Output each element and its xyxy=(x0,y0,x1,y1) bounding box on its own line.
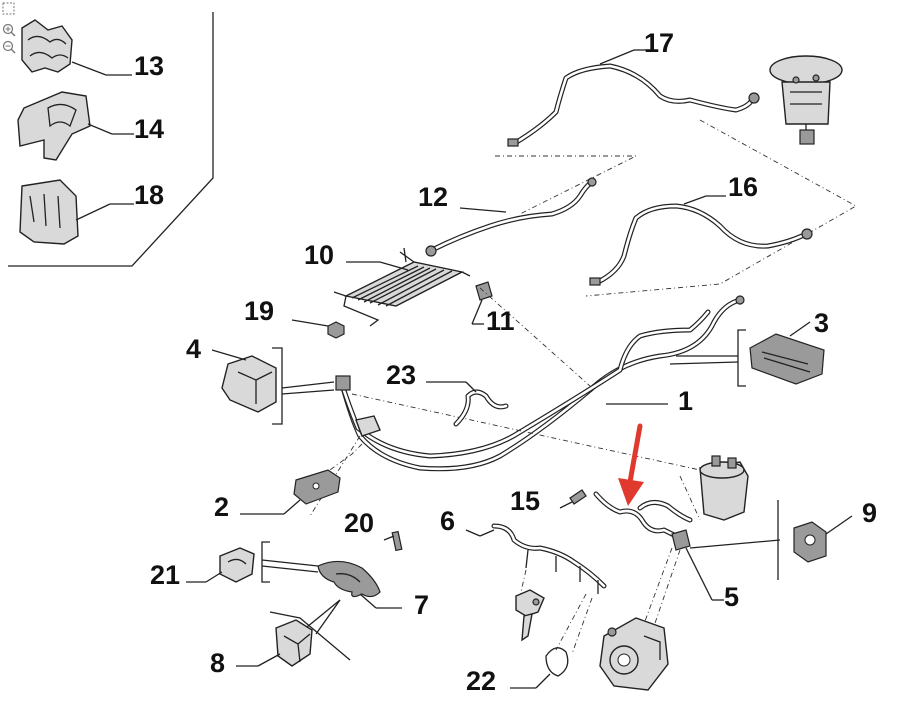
inset-frame xyxy=(8,12,214,267)
dash-frame-pump-lines xyxy=(637,475,701,641)
fuel-pump-module xyxy=(769,55,843,145)
part-20-screw xyxy=(383,530,403,552)
part-16-pipe xyxy=(589,195,813,286)
callout-18: 18 xyxy=(134,180,164,210)
fit-to-window-icon[interactable] xyxy=(2,2,15,15)
callout-17: 17 xyxy=(644,28,674,58)
callout-23: 23 xyxy=(386,360,416,390)
callout-21: 21 xyxy=(150,560,180,590)
callout-7: 7 xyxy=(414,590,429,620)
part-12-pipe xyxy=(425,177,597,257)
part-2-mount xyxy=(240,469,341,515)
callout-5: 5 xyxy=(724,582,739,612)
callout-3: 3 xyxy=(814,308,829,338)
part-21-clip xyxy=(186,547,255,583)
part-14-bracket xyxy=(17,91,134,161)
high-pressure-pump xyxy=(599,617,669,691)
fuel-filter-housing xyxy=(699,455,749,521)
part-23-hose xyxy=(426,381,509,427)
part-19-nut xyxy=(291,319,345,339)
callout-1: 1 xyxy=(678,386,693,416)
part-13-clip xyxy=(21,19,132,76)
part-6-injector-pipes xyxy=(465,523,607,594)
part-7-heat-shield xyxy=(261,541,402,609)
callout-11: 11 xyxy=(486,306,515,336)
dash-frame-main xyxy=(309,287,701,517)
part-3-pad xyxy=(669,321,825,387)
callout-16: 16 xyxy=(728,172,758,202)
callout-19: 19 xyxy=(244,296,274,326)
fuel-injector xyxy=(515,589,545,642)
part-15-bolt xyxy=(559,489,587,509)
part-4-bracket xyxy=(211,347,335,425)
part-18-clip-block xyxy=(19,179,134,245)
part-9-clip xyxy=(793,515,853,563)
part-17-fuel-line xyxy=(507,49,760,147)
part-10-fuel-cooler xyxy=(333,247,471,327)
callout-20: 20 xyxy=(344,508,374,538)
zoom-out-icon[interactable] xyxy=(2,40,16,54)
callout-10: 10 xyxy=(304,240,334,270)
callout-4: 4 xyxy=(186,334,201,364)
dash-frame-pump xyxy=(495,119,857,297)
callout-6: 6 xyxy=(440,506,455,536)
callout-2: 2 xyxy=(214,492,229,522)
part-5-return-connector xyxy=(593,491,781,601)
part-11-cap xyxy=(471,281,493,325)
callout-12: 12 xyxy=(418,182,448,212)
part-8-clip xyxy=(236,619,313,667)
highlight-arrow xyxy=(618,423,644,506)
part-1-fuel-pipes xyxy=(335,295,745,472)
zoom-in-icon[interactable] xyxy=(2,23,16,37)
callout-8: 8 xyxy=(210,648,225,678)
dash-frame-injectors xyxy=(519,569,593,655)
callout-14: 14 xyxy=(134,114,164,144)
callout-22: 22 xyxy=(466,666,496,696)
callout-13: 13 xyxy=(134,51,164,81)
callout-9: 9 xyxy=(862,498,877,528)
callout-15: 15 xyxy=(510,486,540,516)
part-22-seal-ring xyxy=(510,647,569,689)
